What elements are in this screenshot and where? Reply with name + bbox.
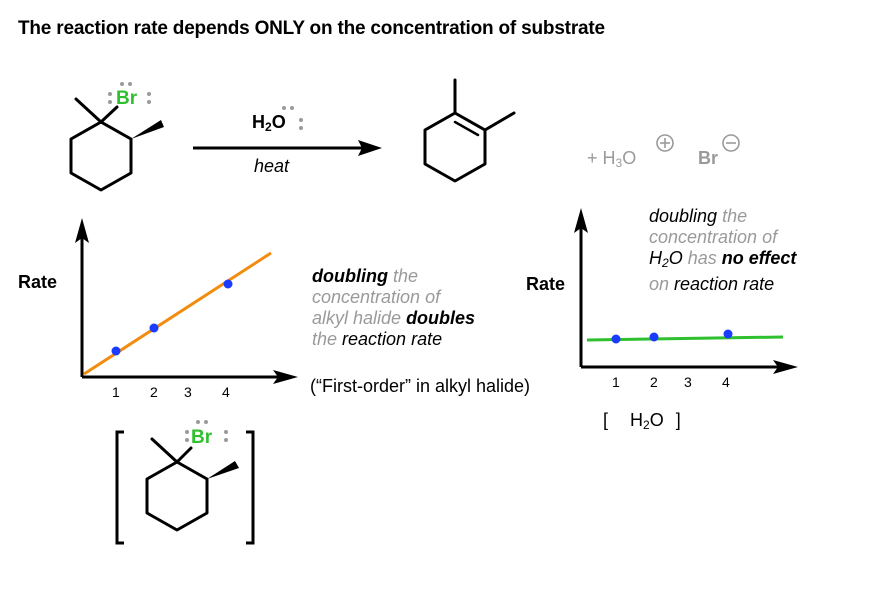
xlabel-o: O (649, 410, 664, 430)
right-plot-axes (574, 208, 798, 374)
note-has: has (682, 248, 722, 268)
hydronium-h: + H (587, 148, 616, 168)
substrate-structure (69, 97, 133, 192)
left-plot-ylabel: Rate (18, 272, 58, 292)
lone-pairs-substrate (108, 82, 151, 104)
xlabel-open-bracket: [ (603, 410, 609, 430)
note-reaction-rate-r: reaction rate (674, 274, 775, 294)
bromide-charge-icon (722, 134, 740, 152)
lone-pairs-water (282, 106, 303, 130)
note-the: the (387, 266, 419, 286)
left-plot-axes (75, 218, 298, 384)
note-concentration: concentration of (312, 287, 441, 307)
product-alkene-structure (423, 78, 516, 183)
reaction-arrow (193, 140, 382, 156)
xlabel-subscript: 2 (643, 418, 650, 432)
xlabel-close-bracket: ] (675, 410, 681, 430)
note-h2o-subscript: 2 (662, 256, 669, 270)
bracketed-substrate-structure (145, 437, 209, 532)
right-tick-1: 1 (612, 374, 620, 390)
right-tick-4: 4 (722, 374, 730, 390)
hydronium-label: + H3O (587, 148, 636, 170)
bromide-label: Br (698, 148, 719, 168)
left-plot-points (111, 279, 233, 356)
page-title: The reaction rate depends ONLY on the co… (18, 18, 605, 39)
note-no-effect: no effect (721, 248, 797, 268)
right-plot-ylabel: Rate (526, 274, 566, 294)
reagent-subscript: 2 (265, 120, 272, 134)
note-o: O (668, 248, 683, 268)
bracket-left (115, 430, 124, 545)
xlabel-h: H (630, 410, 644, 430)
reagent-h: H (252, 112, 265, 132)
left-tick-2: 2 (150, 384, 158, 400)
left-plot-fit-line (83, 251, 272, 376)
first-order-caption: (“First-order” in alkyl halide) (310, 376, 531, 396)
note-the-2: the (312, 329, 343, 349)
condition-heat-label: heat (254, 156, 290, 176)
hydronium-o: O (622, 148, 637, 168)
right-tick-2: 2 (650, 374, 658, 390)
note-doubles: doubles (406, 308, 476, 328)
bracketed-bromine-label: Br (191, 427, 213, 448)
right-tick-3: 3 (684, 374, 692, 390)
note-on: on (649, 274, 675, 294)
note-h: H (649, 248, 662, 268)
hydronium-subscript: 3 (615, 156, 623, 170)
note-doubling-r: doubling (649, 206, 718, 226)
left-tick-4: 4 (222, 384, 230, 400)
hydronium-charge-icon (656, 134, 674, 152)
left-tick-3: 3 (184, 384, 192, 400)
note-concentration-r: concentration of (649, 227, 778, 247)
reagent-water-label: H2O (252, 112, 286, 134)
reagent-o: O (271, 112, 286, 132)
lone-pairs-bottom (185, 420, 228, 442)
left-tick-1: 1 (112, 384, 120, 400)
note-reaction-rate: reaction rate (342, 329, 443, 349)
right-plot-points (611, 329, 733, 344)
left-plot-annotation: doubling the concentration of alkyl hali… (312, 266, 475, 350)
bracket-right (246, 430, 255, 545)
wedge-bond (131, 120, 164, 139)
note-doubling: doubling (312, 266, 388, 286)
substrate-bromine-label: Br (116, 88, 138, 109)
note-alkyl-halide: alkyl halide (312, 308, 407, 328)
wedge-bond-bottom (207, 461, 239, 479)
right-plot-annotation: doubling the concentration of H2O has no… (649, 206, 796, 295)
note-the-r: the (717, 206, 748, 226)
right-plot-xlabel: [ H2O] (603, 410, 681, 432)
